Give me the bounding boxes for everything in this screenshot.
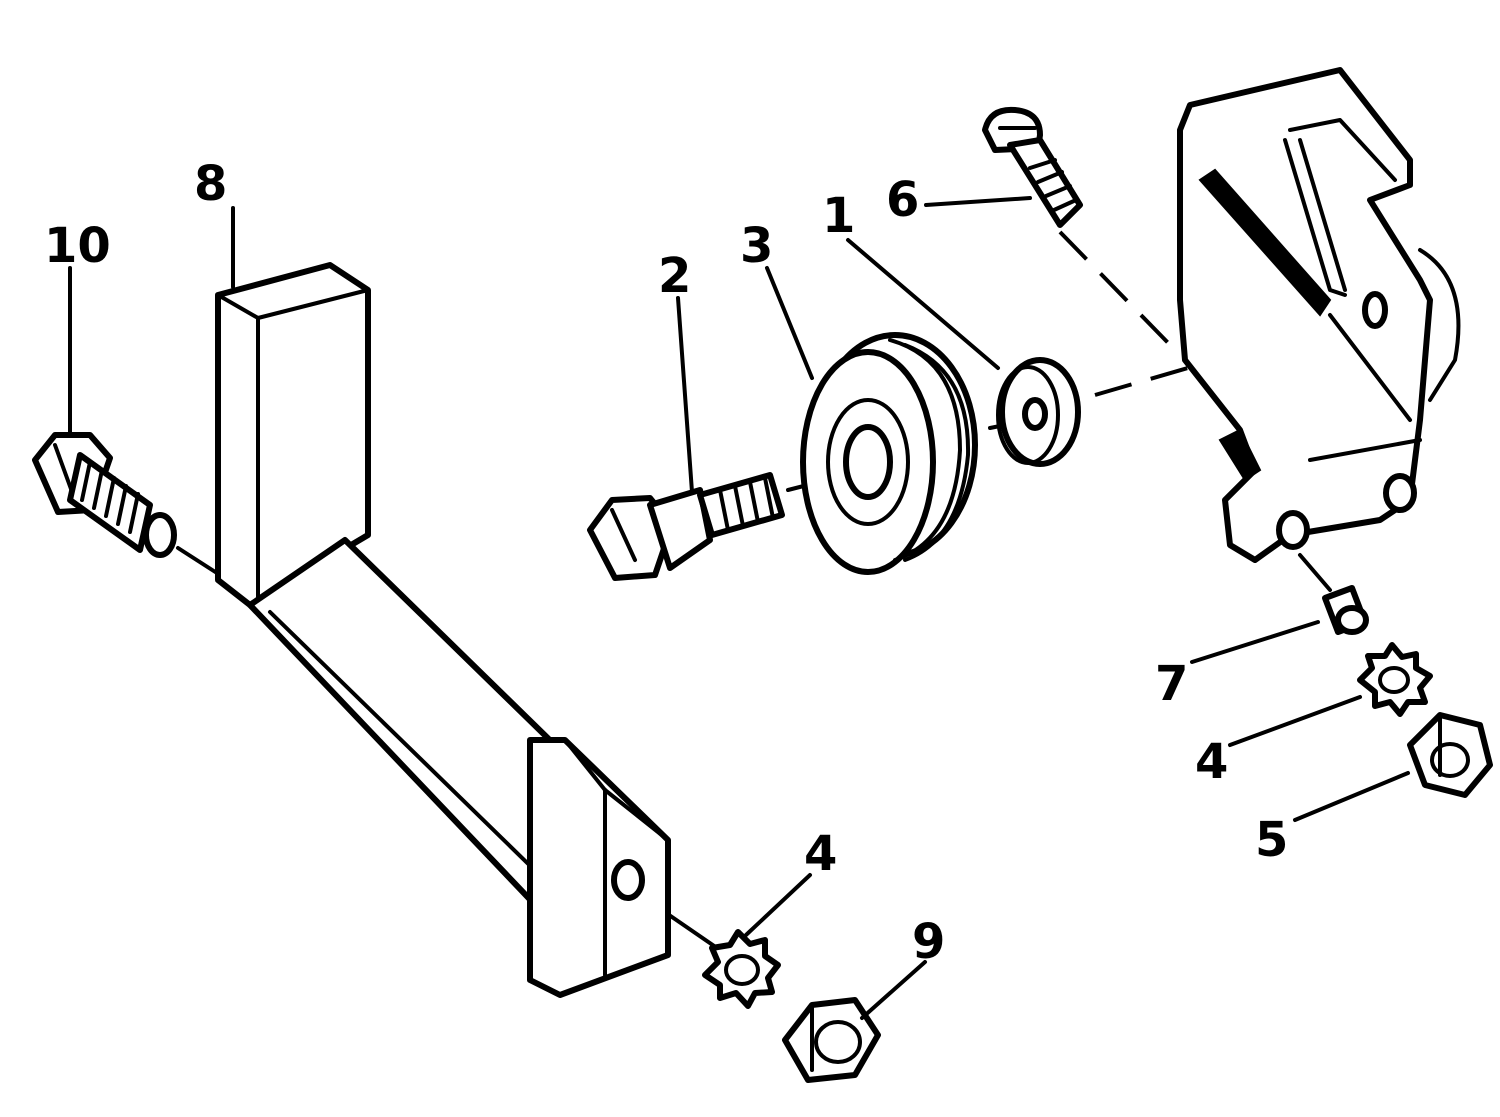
callout-10: 10: [44, 218, 111, 274]
callout-6: 6: [886, 172, 919, 228]
cap-screw-part: [32, 432, 177, 558]
bracket-arm-part: [215, 262, 671, 998]
spacer-part: [1322, 585, 1369, 635]
hex-nut-lower-part: [782, 997, 881, 1083]
callout-leaders: [68, 196, 1410, 1020]
callout-5: 5: [1255, 812, 1288, 868]
shoulder-bolt-part: [587, 472, 785, 581]
hex-nut-upper-part: [1407, 712, 1493, 798]
callout-3: 3: [740, 218, 773, 274]
callout-1: 1: [822, 188, 855, 244]
callout-2: 2: [658, 248, 691, 304]
screw-part: [982, 106, 1083, 228]
lockwasher-lower-part: [702, 929, 781, 1009]
callout-9: 9: [912, 914, 945, 970]
callout-4-lower: 4: [804, 826, 837, 882]
callout-numbers: 8 10 2 3 1 6 7 4 5 4 9: [44, 156, 1288, 970]
flat-washer-part: [996, 357, 1081, 467]
callout-8: 8: [194, 156, 227, 212]
callout-4-upper: 4: [1195, 734, 1228, 790]
lockwasher-upper-part: [1357, 642, 1433, 717]
callout-7: 7: [1155, 656, 1188, 712]
pulley-part: [800, 332, 978, 575]
mounting-bracket-part: [1177, 67, 1461, 563]
